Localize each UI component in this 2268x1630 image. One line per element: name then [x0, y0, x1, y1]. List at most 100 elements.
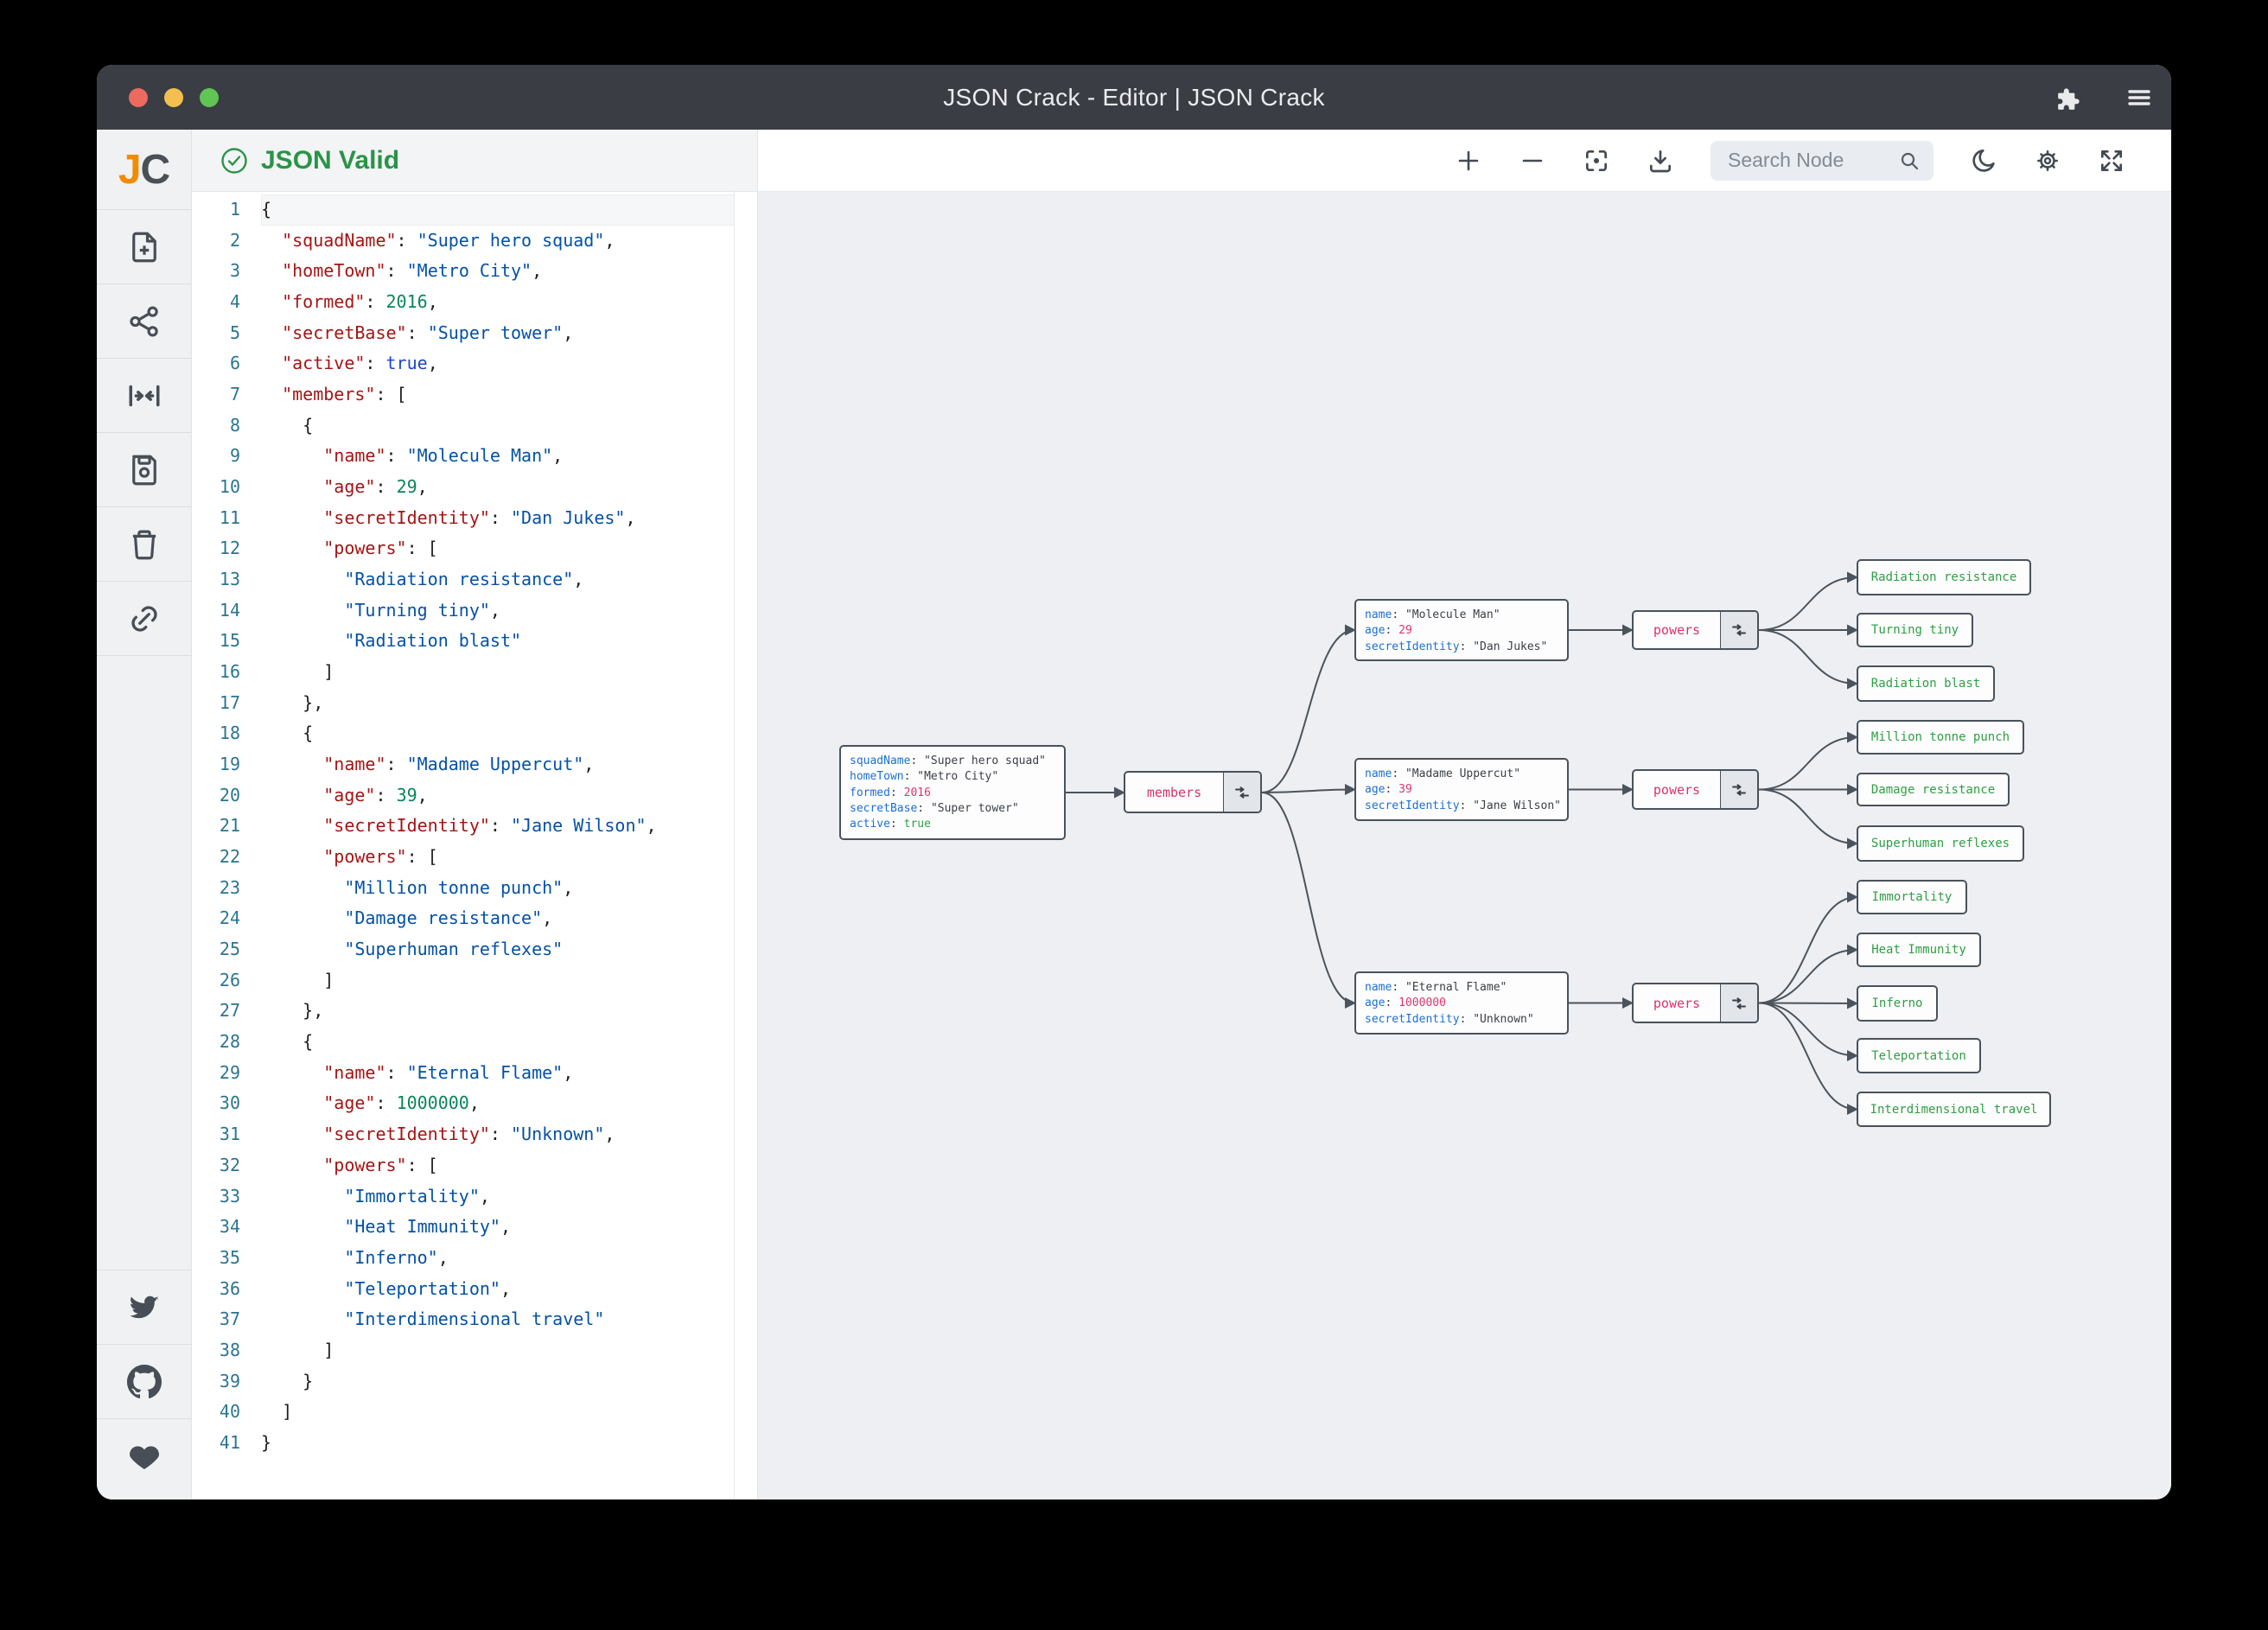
- graph-parent-node[interactable]: members: [1124, 771, 1262, 813]
- code-line[interactable]: "name": "Molecule Man",: [323, 445, 564, 467]
- graph-leaf-node[interactable]: Million tonne punch: [1857, 720, 2024, 755]
- code-line[interactable]: ]: [261, 1401, 293, 1423]
- dark-mode-button[interactable]: [1970, 147, 1997, 175]
- code-line[interactable]: "secretIdentity": "Dan Jukes",: [323, 506, 636, 528]
- graph-leaf-node[interactable]: Damage resistance: [1857, 773, 2010, 806]
- code-line[interactable]: "Superhuman reflexes": [344, 939, 564, 960]
- extension-icon[interactable]: [2054, 83, 2083, 112]
- code-line[interactable]: "squadName": "Super hero squad",: [282, 229, 615, 251]
- code-line[interactable]: "age": 39,: [323, 784, 428, 805]
- collapse-node-icon: [1235, 786, 1249, 799]
- collapse-node-button[interactable]: [1720, 984, 1757, 1022]
- code-line[interactable]: "secretIdentity": "Unknown",: [323, 1124, 615, 1145]
- share-link-button[interactable]: [97, 582, 191, 656]
- code-line[interactable]: ]: [261, 661, 334, 683]
- collapse-button[interactable]: [97, 359, 191, 433]
- code-line[interactable]: ]: [261, 1339, 334, 1360]
- code-line[interactable]: "members": [: [282, 384, 407, 405]
- code-line[interactable]: "homeTown": "Metro City",: [282, 260, 543, 282]
- code-content[interactable]: { "squadName": "Super hero squad", "home…: [261, 194, 735, 1459]
- code-line[interactable]: "age": 29,: [323, 476, 428, 498]
- code-line[interactable]: "powers": [: [323, 846, 438, 868]
- code-line[interactable]: "secretBase": "Super tower",: [282, 322, 574, 343]
- collapse-node-button[interactable]: [1720, 771, 1757, 808]
- node-row: name: "Madame Uppercut": [1365, 767, 1521, 780]
- code-line[interactable]: "Million tonne punch",: [344, 876, 574, 898]
- twitter-icon: [129, 1296, 159, 1318]
- collapse-node-button[interactable]: [1720, 612, 1757, 648]
- settings-button[interactable]: [2034, 147, 2061, 175]
- minimize-button[interactable]: [164, 87, 183, 107]
- code-line[interactable]: {: [261, 1031, 314, 1053]
- code-line[interactable]: {: [261, 723, 314, 744]
- leaf-label: Radiation blast: [1870, 677, 1981, 691]
- graph-parent-node[interactable]: powers: [1632, 610, 1759, 650]
- github-button[interactable]: [97, 1344, 191, 1418]
- graph-leaf-node[interactable]: Radiation blast: [1857, 665, 1995, 702]
- new-document-button[interactable]: [97, 210, 191, 284]
- zoom-in-button[interactable]: [1455, 147, 1482, 175]
- code-line[interactable]: "Interdimensional travel": [344, 1308, 605, 1330]
- graph-leaf-node[interactable]: Inferno: [1857, 985, 1938, 1022]
- share-button[interactable]: [97, 284, 191, 359]
- fullscreen-button[interactable]: [2098, 147, 2125, 175]
- download-button[interactable]: [1647, 147, 1674, 175]
- code-line[interactable]: },: [261, 691, 324, 713]
- graph-parent-node[interactable]: powers: [1632, 769, 1759, 810]
- code-line[interactable]: "Immortality",: [344, 1185, 490, 1207]
- graph-leaf-node[interactable]: Turning tiny: [1857, 613, 1973, 647]
- code-line[interactable]: "powers": [: [323, 538, 438, 559]
- zoom-button[interactable]: [200, 87, 219, 107]
- code-line[interactable]: {: [261, 194, 735, 226]
- code-line[interactable]: "Teleportation",: [344, 1277, 511, 1299]
- code-line[interactable]: "Turning tiny",: [344, 599, 500, 621]
- graph-edge: [1758, 571, 1858, 631]
- code-line[interactable]: "secretIdentity": "Jane Wilson",: [323, 815, 657, 837]
- code-line[interactable]: "name": "Madame Uppercut",: [323, 754, 595, 775]
- code-line[interactable]: "Heat Immunity",: [344, 1216, 511, 1238]
- code-line[interactable]: "powers": [: [323, 1154, 438, 1175]
- search-node-input[interactable]: [1726, 148, 1890, 173]
- graph-leaf-node[interactable]: Teleportation: [1857, 1038, 1981, 1073]
- code-line[interactable]: "age": 1000000,: [323, 1092, 480, 1114]
- graph-edge: [1758, 1002, 1858, 1061]
- code-line[interactable]: }: [261, 1431, 272, 1453]
- graph-leaf-node[interactable]: Heat Immunity: [1857, 933, 1981, 967]
- code-line[interactable]: "Inferno",: [344, 1246, 449, 1268]
- graph-leaf-node[interactable]: Immortality: [1857, 880, 1967, 914]
- code-line[interactable]: },: [261, 1000, 324, 1022]
- graph-leaf-node[interactable]: Radiation resistance: [1857, 559, 2031, 595]
- sponsor-button[interactable]: [97, 1418, 191, 1493]
- graph-edges: [1066, 571, 1858, 1115]
- code-line[interactable]: "Radiation blast": [344, 630, 522, 652]
- editor-scrollbar[interactable]: [734, 192, 735, 1499]
- menu-icon[interactable]: [2125, 83, 2154, 112]
- code-line[interactable]: ]: [261, 969, 334, 990]
- graph-object-node[interactable]: squadName: "Super hero squad"homeTown: "…: [839, 745, 1066, 840]
- code-line[interactable]: "Damage resistance",: [344, 907, 553, 929]
- code-line[interactable]: {: [261, 414, 314, 436]
- zoom-out-button[interactable]: [1519, 147, 1546, 175]
- graph-edge: [1261, 624, 1356, 793]
- new-document-icon: [131, 232, 156, 262]
- twitter-button[interactable]: [97, 1270, 191, 1344]
- code-line[interactable]: "Radiation resistance",: [344, 569, 584, 590]
- save-button[interactable]: [97, 433, 191, 507]
- center-focus-button[interactable]: [1583, 147, 1610, 175]
- close-button[interactable]: [129, 87, 148, 107]
- graph-canvas[interactable]: squadName: "Super hero squad"homeTown: "…: [758, 192, 2171, 1499]
- code-line[interactable]: }: [261, 1370, 314, 1391]
- code-line[interactable]: "name": "Eternal Flame",: [323, 1061, 574, 1083]
- graph-leaf-node[interactable]: Interdimensional travel: [1857, 1092, 2051, 1127]
- graph-parent-node[interactable]: powers: [1632, 983, 1759, 1023]
- collapse-node-button[interactable]: [1223, 773, 1260, 812]
- code-line[interactable]: "active": true,: [282, 353, 438, 374]
- code-line[interactable]: "formed": 2016,: [282, 291, 438, 313]
- graph-leaf-node[interactable]: Superhuman reflexes: [1857, 825, 2024, 862]
- delete-button[interactable]: [97, 507, 191, 582]
